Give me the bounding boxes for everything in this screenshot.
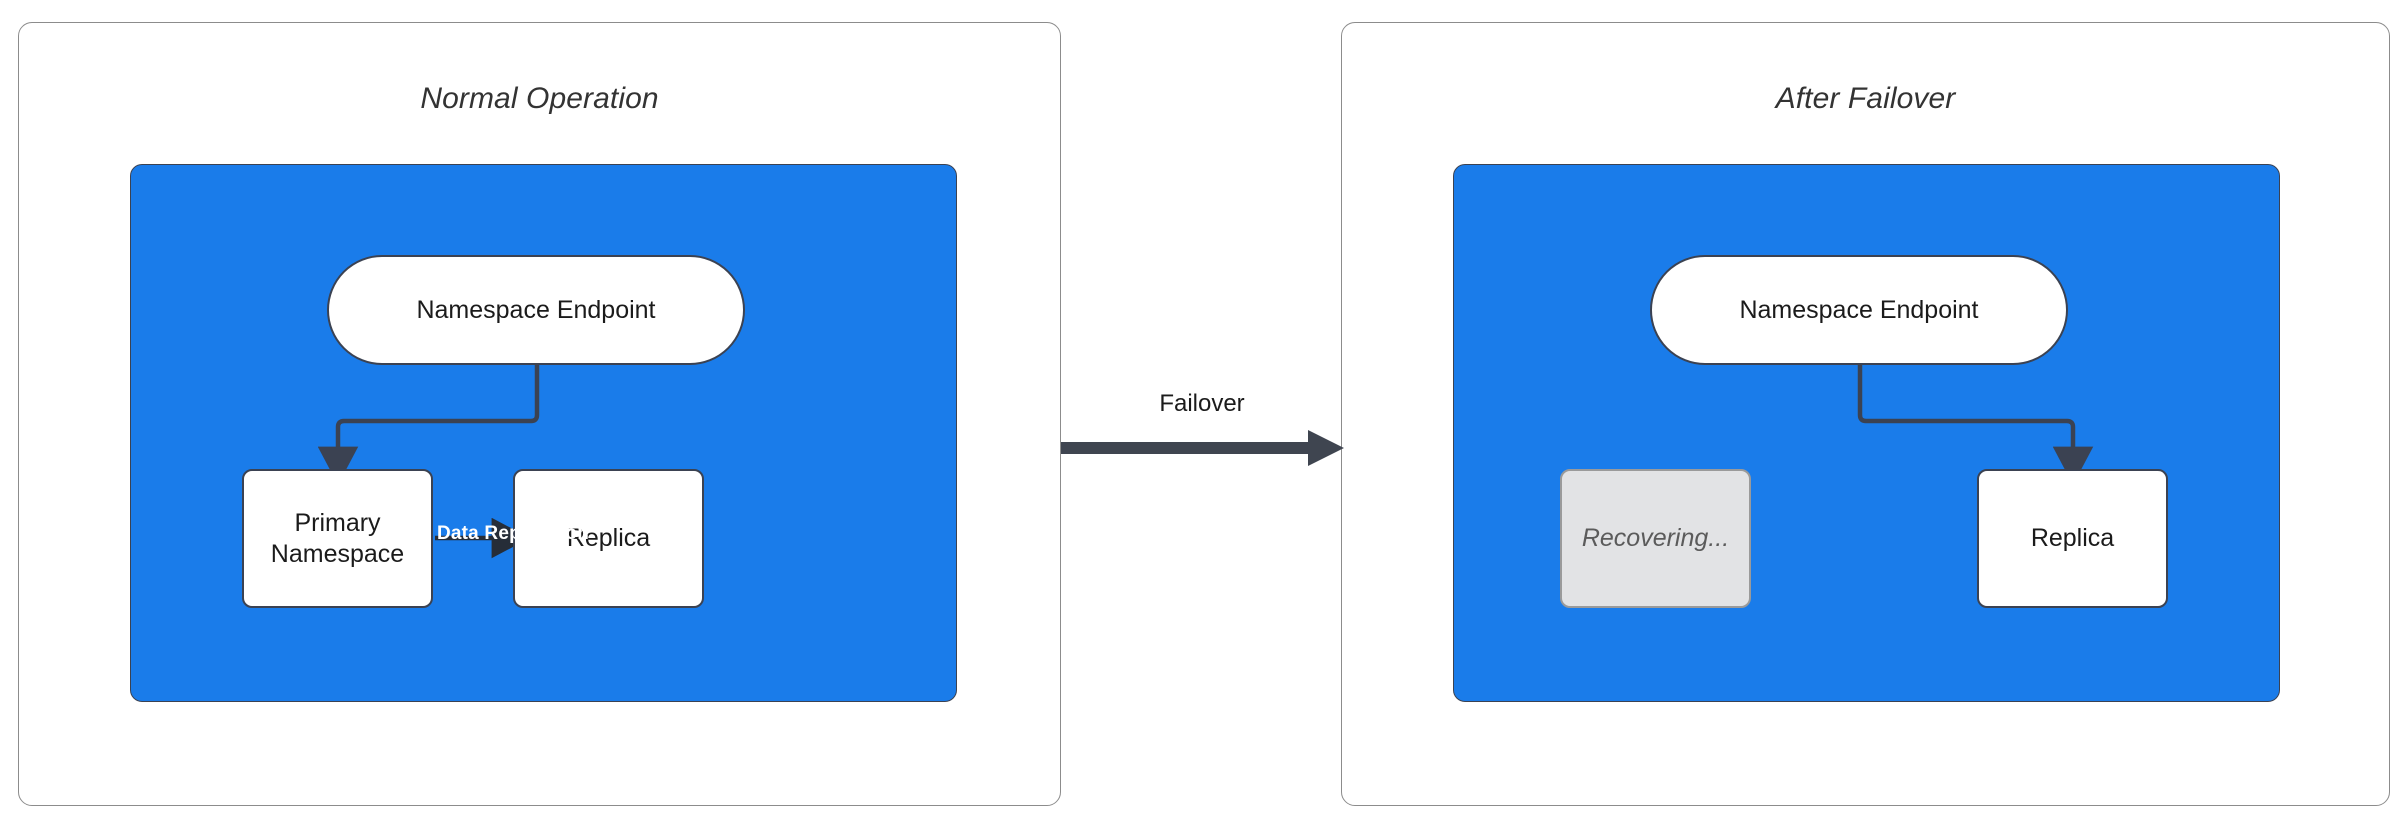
- node-label: Replica: [566, 524, 651, 552]
- edge-label-data-replication: Data Replication: [436, 523, 590, 544]
- node-primary-namespace[interactable]: Primary Namespace: [242, 469, 433, 608]
- node-label: Primary Namespace: [270, 508, 405, 568]
- connector-layer-left: [317, 365, 540, 559]
- node-namespace-endpoint-right[interactable]: Namespace Endpoint: [1650, 255, 2068, 365]
- node-recovering[interactable]: Recovering...: [1560, 469, 1751, 608]
- arrow-shape: [1061, 430, 1344, 466]
- failover-label: Failover: [1159, 390, 1245, 417]
- node-label: Recovering...: [1581, 524, 1730, 552]
- node-replica-right[interactable]: Replica: [1977, 469, 2168, 608]
- panel-title-after-failover: After Failover: [1775, 82, 1956, 115]
- panel-title-normal-operation: Normal Operation: [420, 82, 659, 115]
- node-label: Replica: [2030, 524, 2115, 552]
- connector-layer-right: [1857, 365, 2094, 485]
- failover-transition: Failover: [1056, 390, 1348, 490]
- node-namespace-endpoint-left[interactable]: Namespace Endpoint: [327, 255, 745, 365]
- panel-after-failover: After Failover Namespace Endpoint Recove…: [1341, 22, 2390, 806]
- edge-endpoint-to-replica: [1857, 365, 2094, 485]
- blue-region-after-failover: Namespace Endpoint Recovering... Replica: [1453, 164, 2280, 702]
- node-label: Namespace Endpoint: [416, 295, 656, 324]
- node-label: Namespace Endpoint: [1739, 295, 1979, 324]
- failover-arrow-icon: [1061, 430, 1344, 466]
- edge-endpoint-to-primary: [317, 365, 540, 485]
- blue-region-normal-operation: Namespace Endpoint Primary Namespace Rep…: [130, 164, 957, 702]
- panel-normal-operation: Normal Operation Namespace Endpo: [18, 22, 1061, 806]
